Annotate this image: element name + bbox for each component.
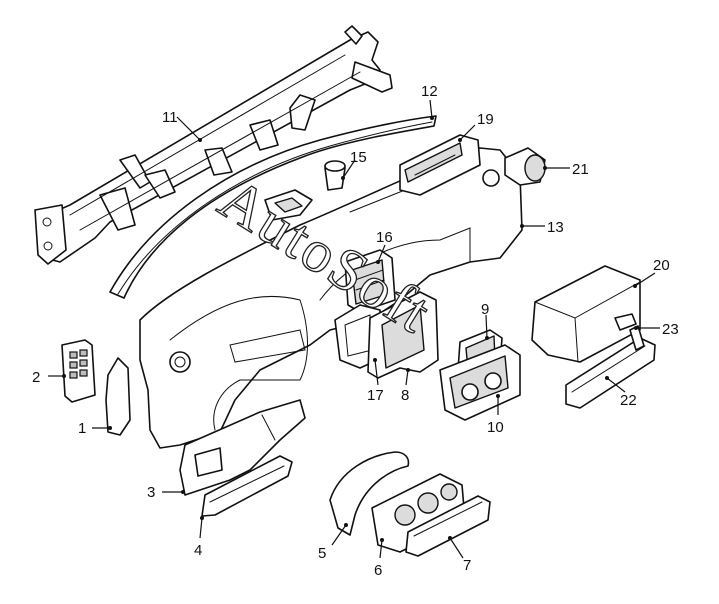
part-19-vent-box <box>399 134 481 196</box>
part-12-defroster-strip <box>109 115 437 299</box>
callout-12: 12 <box>421 83 438 100</box>
part-1-end-cap <box>105 357 131 436</box>
part-5-cluster-hood <box>329 451 410 536</box>
part-8-radio-bezel <box>367 291 439 379</box>
part-16-center-vent <box>344 249 396 313</box>
callout-20: 20 <box>653 257 670 274</box>
part-23-latch <box>614 313 645 351</box>
callout-15: 15 <box>350 149 367 166</box>
callout-6: 6 <box>374 562 382 579</box>
leader-lines <box>48 99 660 559</box>
callout-7: 7 <box>463 557 471 574</box>
part-20-glove-box <box>531 265 641 363</box>
callout-9: 9 <box>481 301 489 318</box>
callout-1: 1 <box>78 420 86 437</box>
part-11-crossbar-frame <box>34 25 393 265</box>
callout-8: 8 <box>401 387 409 404</box>
part-10-hvac-control <box>439 344 521 421</box>
callout-5: 5 <box>318 545 326 562</box>
part-3-lower-panel <box>179 399 306 496</box>
part-15-vent-cap <box>324 160 346 191</box>
callout-3: 3 <box>147 484 155 501</box>
callout-22: 22 <box>620 392 637 409</box>
callout-2: 2 <box>32 369 40 386</box>
callout-21: 21 <box>572 161 589 178</box>
part-21-round-vent <box>504 147 546 186</box>
callout-13: 13 <box>547 219 564 236</box>
callout-4: 4 <box>194 542 202 559</box>
side-vent <box>264 189 313 221</box>
callout-17: 17 <box>367 387 384 404</box>
callout-11: 11 <box>162 109 178 126</box>
callout-16: 16 <box>376 229 393 246</box>
part-7-cluster-lens <box>405 495 491 557</box>
part-2-switch-bezel <box>61 339 96 403</box>
callout-10: 10 <box>487 419 504 436</box>
callout-19: 19 <box>477 111 494 128</box>
callout-23: 23 <box>662 321 679 338</box>
